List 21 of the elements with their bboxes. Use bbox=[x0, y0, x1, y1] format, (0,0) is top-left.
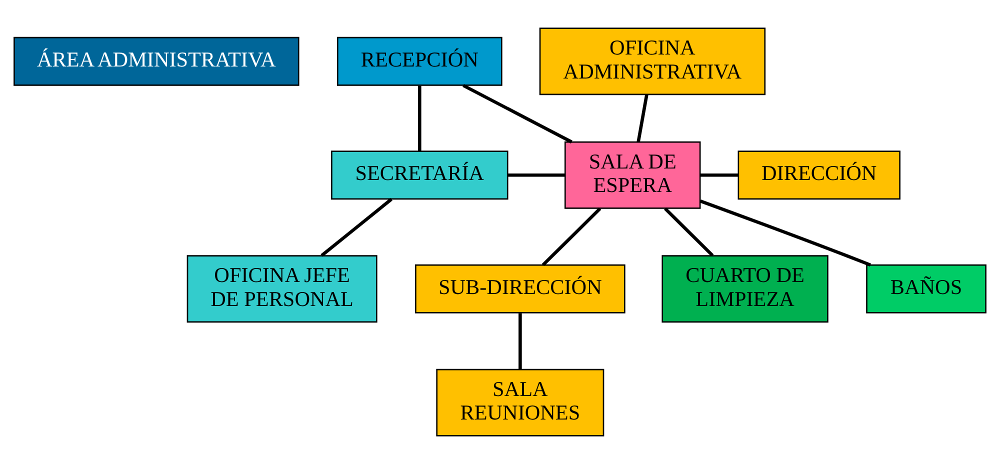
node-box: CUARTO DE LIMPIEZA bbox=[662, 254, 828, 322]
node-box: RECEPCIÓN bbox=[336, 36, 502, 86]
connector bbox=[418, 85, 422, 151]
connector bbox=[320, 197, 392, 256]
node-box: SUB-DIRECCIÓN bbox=[415, 264, 626, 313]
node-box: BAÑOS bbox=[866, 264, 986, 313]
connector bbox=[518, 312, 522, 369]
node-box: SALA REUNIONES bbox=[436, 368, 604, 436]
node-box: DIRECCIÓN bbox=[738, 150, 900, 200]
connector bbox=[462, 83, 572, 143]
connector bbox=[700, 198, 872, 266]
node-box: SALA DE ESPERA bbox=[564, 140, 701, 208]
connector bbox=[700, 172, 738, 176]
node-box: OFICINA JEFE DE PERSONAL bbox=[186, 254, 378, 322]
node-box: OFICINA ADMINISTRATIVA bbox=[539, 27, 766, 95]
node-box: SECRETARÍA bbox=[331, 150, 508, 200]
connector bbox=[664, 206, 714, 256]
connector bbox=[636, 94, 648, 142]
connector bbox=[508, 172, 565, 176]
node-box: ÁREA ADMINISTRATIVA bbox=[14, 36, 300, 86]
connector bbox=[542, 206, 602, 266]
